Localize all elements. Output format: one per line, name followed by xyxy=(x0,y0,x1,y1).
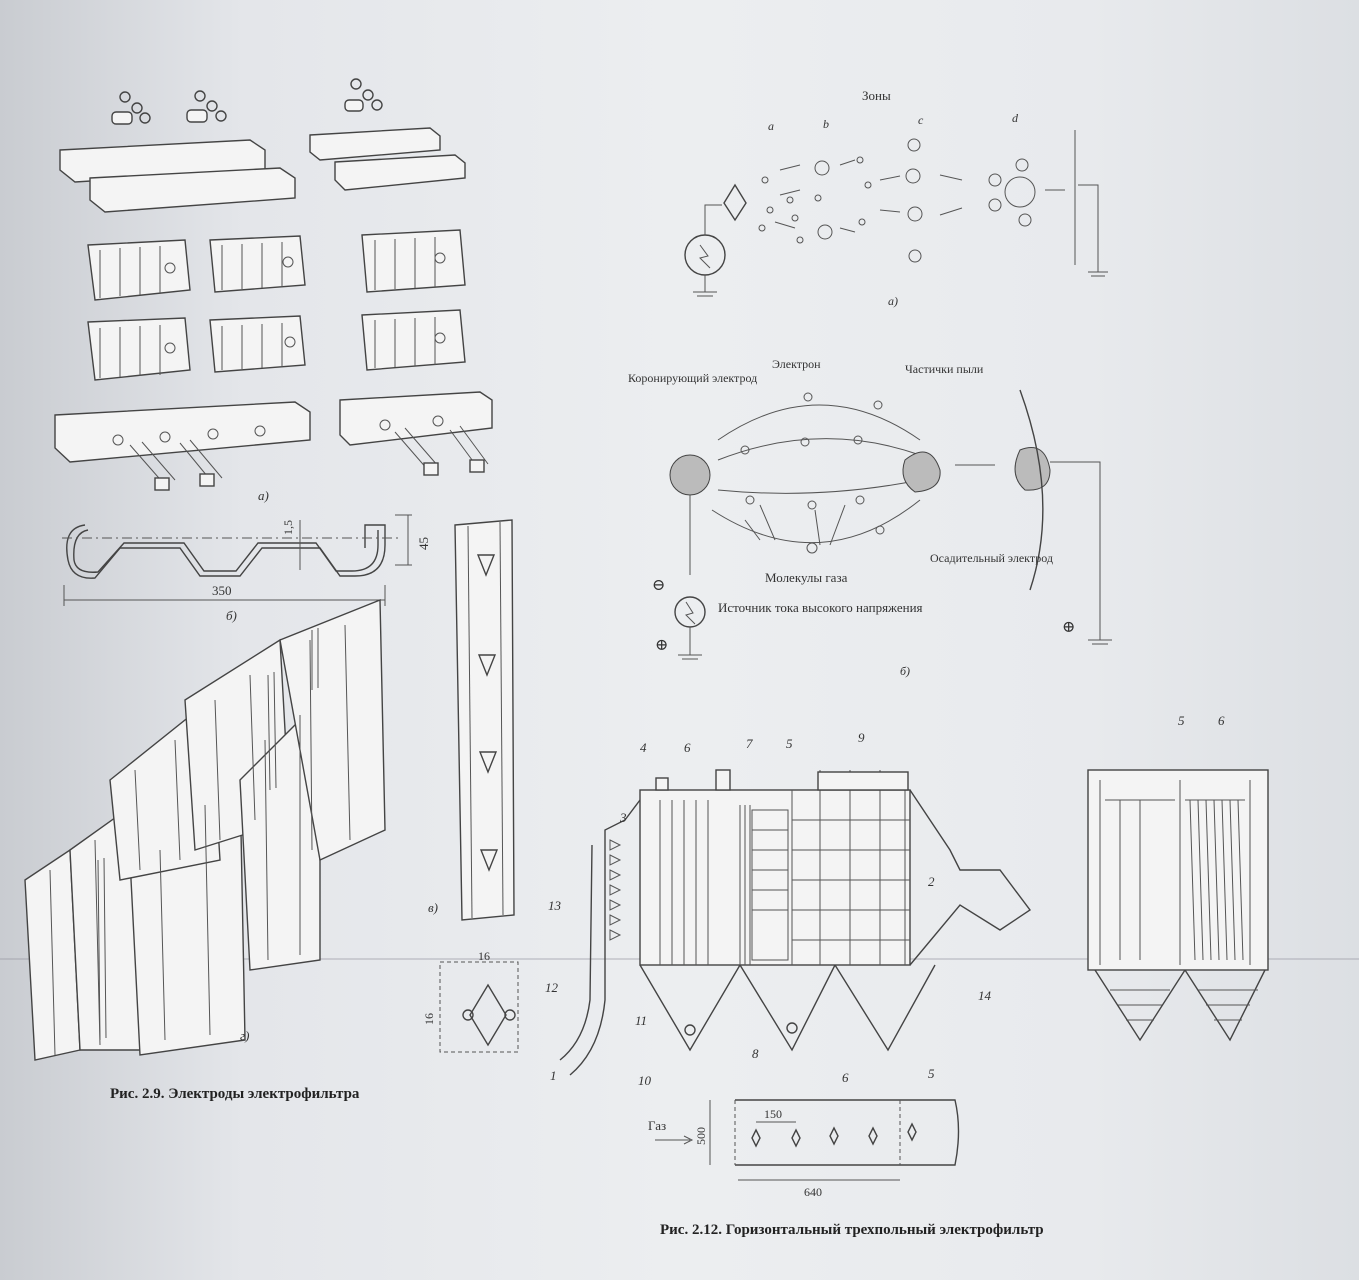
num-10: 10 xyxy=(638,1073,652,1088)
collecting-electrode xyxy=(1019,389,1044,591)
collecting-electrode-label: Осадительный электрод xyxy=(930,551,1053,565)
num-1: 1 xyxy=(550,1068,557,1083)
fig-2-12-electrofilter: 1 2 3 4 5 6 7 8 9 10 11 12 13 14 5 6 xyxy=(545,713,1269,1199)
plan-num-6: 6 xyxy=(842,1070,849,1085)
zone-b: b xyxy=(823,117,829,131)
plus-sign-right: ⊕ xyxy=(1062,619,1075,636)
dim-45: 45 xyxy=(416,537,431,550)
fig-corona-process: Коронирующий электрод Электрон Частички … xyxy=(628,357,1112,678)
num-8: 8 xyxy=(752,1046,759,1061)
minus-sign: ⊖ xyxy=(652,577,665,594)
num-6: 6 xyxy=(684,740,691,755)
zone-a: a xyxy=(768,119,774,133)
num-7: 7 xyxy=(746,736,753,751)
zone-c: c xyxy=(918,113,924,127)
gas-molecules-label: Молекулы газа xyxy=(765,570,848,585)
fig-2-9-g-plates: г) xyxy=(24,598,386,1061)
num-4: 4 xyxy=(640,740,647,755)
side-num-6: 6 xyxy=(1218,713,1225,728)
hv-source-label: Источник тока высокого напряжения xyxy=(718,600,923,615)
dust-particle-plate xyxy=(1014,447,1051,491)
fig-zones-diagram: Зоны a b c d а) xyxy=(684,88,1108,308)
side-num-5: 5 xyxy=(1178,713,1185,728)
num-3: 3 xyxy=(619,810,627,825)
fig-2-9-v-strip: в) 16 16 xyxy=(422,519,519,1053)
corona-electrode xyxy=(669,454,711,496)
num-11: 11 xyxy=(635,1013,647,1028)
fig-2-9-sub-a: а) xyxy=(258,488,269,503)
fig-2-9-a-hardware: а) xyxy=(54,78,493,503)
hv-source xyxy=(674,596,706,628)
dim-16-top: 16 xyxy=(478,949,490,963)
dim-16-side: 16 xyxy=(422,1013,436,1025)
num-12: 12 xyxy=(545,980,559,995)
dust-particles-label: Частички пыли xyxy=(905,362,984,376)
zone-d: d xyxy=(1012,111,1019,125)
dim-640: 640 xyxy=(804,1185,822,1199)
fig-zones-sub-a: а) xyxy=(888,294,898,308)
dim-1-5: 1,5 xyxy=(281,520,295,535)
num-9: 9 xyxy=(858,730,865,745)
electron-label: Электрон xyxy=(772,357,821,371)
dust-particle-mid xyxy=(902,451,941,493)
zones-title: Зоны xyxy=(862,88,891,103)
num-2: 2 xyxy=(928,874,935,889)
fig-2-9-b-profile: 350 45 1,5 б) xyxy=(62,514,431,623)
num-13: 13 xyxy=(548,898,562,913)
fig-corona-sub-b: б) xyxy=(900,664,910,678)
corona-electrode-label: Коронирующий электрод xyxy=(628,371,757,385)
num-14: 14 xyxy=(978,988,992,1003)
dim-350: 350 xyxy=(212,583,232,598)
fig-2-9-caption: Рис. 2.9. Электроды электрофильтра xyxy=(110,1086,360,1102)
num-5: 5 xyxy=(786,736,793,751)
filter-housing xyxy=(639,789,911,966)
plus-sign-left: ⊕ xyxy=(655,637,668,654)
power-source-a xyxy=(684,234,726,276)
fig-2-12-caption: Рис. 2.12. Горизонтальный трехпольный эл… xyxy=(660,1222,1044,1238)
dim-150: 150 xyxy=(764,1107,782,1121)
plan-detail: Газ 500 150 640 6 5 xyxy=(648,1066,960,1199)
corona-wire-a xyxy=(723,183,747,222)
fig-2-9-sub-g: г) xyxy=(240,1028,249,1043)
fig-2-9-sub-b: б) xyxy=(226,608,237,623)
plan-num-5: 5 xyxy=(928,1066,935,1081)
dim-500: 500 xyxy=(694,1127,708,1145)
gas-label: Газ xyxy=(648,1118,666,1133)
fig-2-9-sub-v: в) xyxy=(428,900,438,915)
